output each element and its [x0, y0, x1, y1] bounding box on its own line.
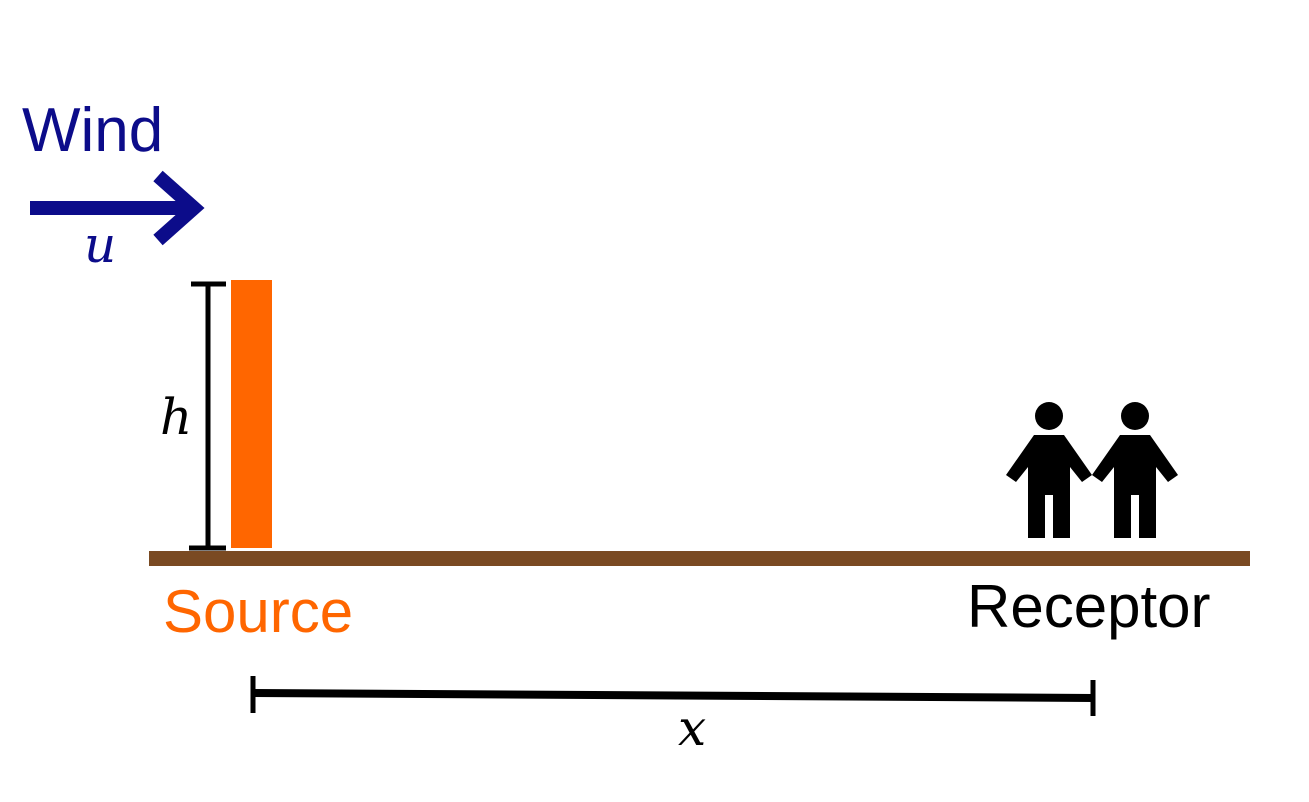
- source-label: Source: [163, 578, 353, 645]
- distance-symbol: x: [678, 699, 706, 757]
- right-arrow-icon: [30, 170, 205, 246]
- source-stack: [231, 280, 272, 548]
- person-icon: [1006, 402, 1092, 538]
- wind-label: Wind: [22, 96, 163, 165]
- receptor-label: Receptor: [967, 573, 1210, 640]
- wind-speed-symbol: u: [84, 216, 116, 274]
- ground-line: [149, 551, 1250, 566]
- person-icon: [1092, 402, 1178, 538]
- distance-bar: [250, 676, 1096, 716]
- height-symbol: h: [160, 388, 192, 446]
- height-bracket: [189, 281, 226, 551]
